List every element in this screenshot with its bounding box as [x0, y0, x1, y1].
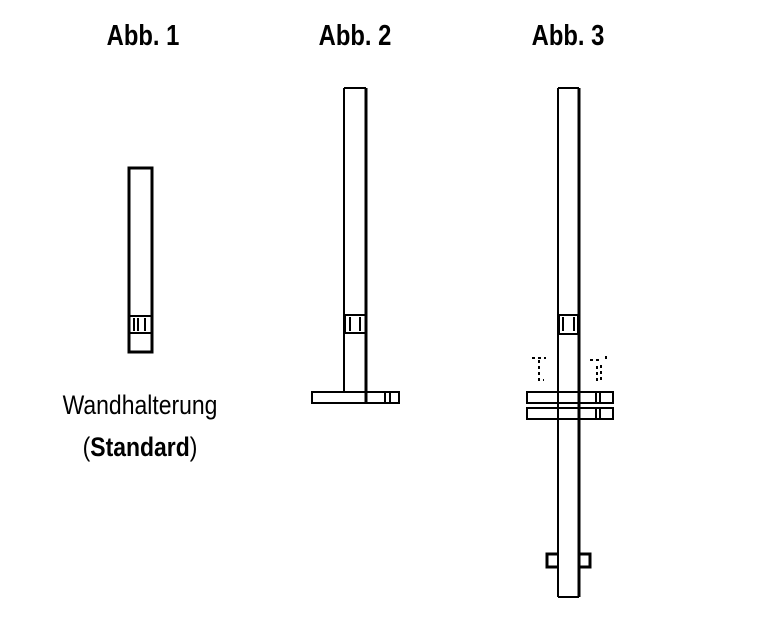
- bottom-bracket: [545, 552, 592, 569]
- figure-3-post-double-flange: [526, 87, 614, 598]
- bolt-marks: [532, 356, 607, 381]
- figure-2-title: Abb. 2: [318, 20, 392, 52]
- figure-1-caption-line1: Wandhalterung: [62, 390, 218, 420]
- figure-3-title: Abb. 3: [531, 20, 605, 52]
- clamp: [558, 314, 579, 335]
- figure-1-wall-bracket: [127, 166, 154, 354]
- figure-2-post-with-flange: [311, 87, 400, 404]
- paren-close: ): [189, 432, 198, 462]
- clamp: [344, 314, 367, 334]
- flange: [311, 391, 400, 404]
- figure-1-title: Abb. 1: [106, 20, 180, 52]
- clamp: [130, 315, 151, 334]
- paren-open: (: [82, 432, 91, 462]
- upper-flange: [526, 391, 614, 404]
- caption-bold: Standard: [90, 432, 190, 462]
- lower-flange: [526, 407, 614, 420]
- figure-1-caption-line2: (Standard): [38, 432, 242, 463]
